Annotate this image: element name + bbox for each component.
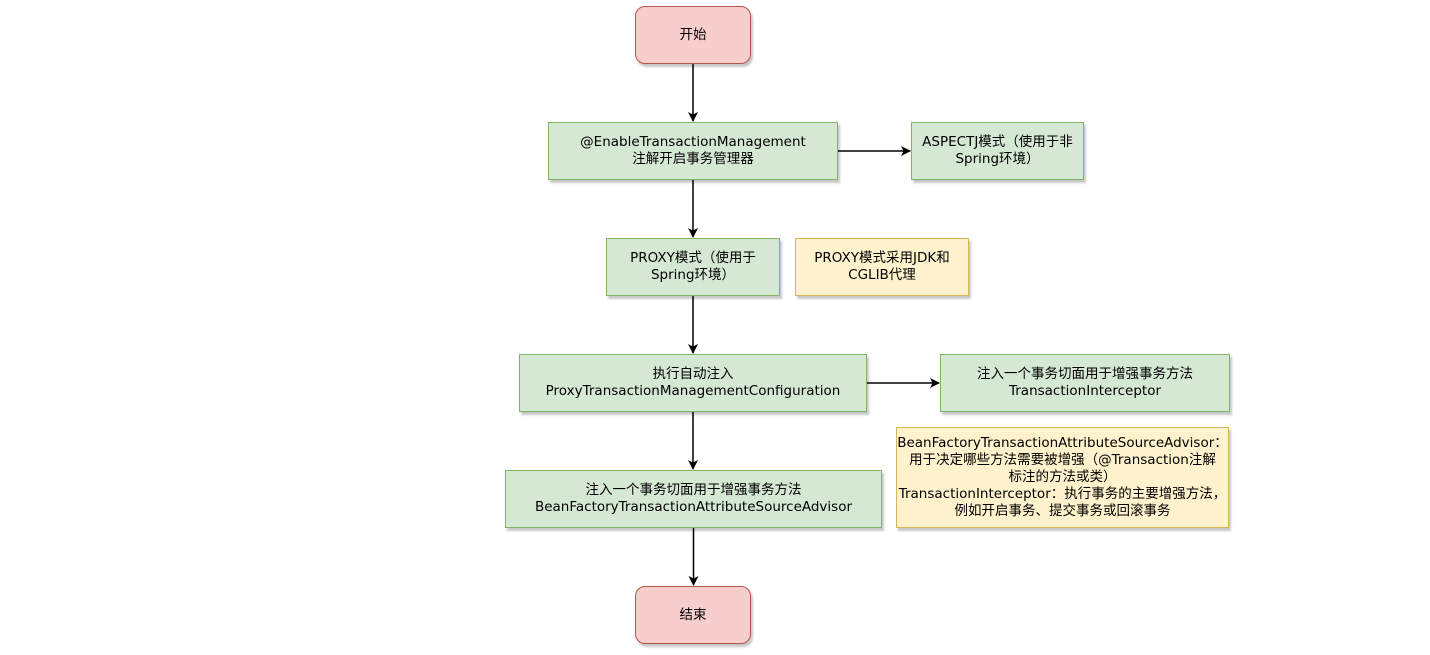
advisor-interceptor-note-label: BeanFactoryTransactionAttributeSourceAdv… (897, 435, 1228, 519)
proxy-mode-note-label: PROXY模式采用JDK和 CGLIB代理 (814, 250, 950, 283)
start-node-label: 开始 (679, 26, 707, 43)
aspectj-mode-node[interactable]: ASPECTJ模式（使用于非 Spring环境） (911, 122, 1084, 180)
inject-transaction-advisor-label: 注入一个事务切面用于增强事务方法 BeanFactoryTransactionA… (534, 482, 853, 515)
end-node[interactable]: 结束 (635, 586, 751, 644)
inject-transaction-advisor-node[interactable]: 注入一个事务切面用于增强事务方法 BeanFactoryTransactionA… (505, 470, 882, 528)
advisor-interceptor-note[interactable]: BeanFactoryTransactionAttributeSourceAdv… (896, 427, 1229, 528)
proxy-mode-label: PROXY模式（使用于 Spring环境） (630, 250, 756, 283)
auto-inject-configuration-node[interactable]: 执行自动注入 ProxyTransactionManagementConfigu… (519, 354, 867, 412)
enable-transaction-management-node[interactable]: @EnableTransactionManagement 注解开启事务管理器 (548, 122, 838, 180)
proxy-mode-node[interactable]: PROXY模式（使用于 Spring环境） (606, 238, 780, 296)
proxy-mode-note[interactable]: PROXY模式采用JDK和 CGLIB代理 (795, 238, 969, 296)
start-node[interactable]: 开始 (635, 6, 751, 64)
inject-transaction-interceptor-label: 注入一个事务切面用于增强事务方法 TransactionInterceptor (977, 366, 1193, 399)
enable-transaction-management-label: @EnableTransactionManagement 注解开启事务管理器 (580, 134, 806, 167)
end-node-label: 结束 (679, 606, 707, 623)
inject-transaction-interceptor-node[interactable]: 注入一个事务切面用于增强事务方法 TransactionInterceptor (940, 354, 1230, 412)
aspectj-mode-label: ASPECTJ模式（使用于非 Spring环境） (922, 134, 1073, 167)
auto-inject-configuration-label: 执行自动注入 ProxyTransactionManagementConfigu… (545, 366, 841, 399)
